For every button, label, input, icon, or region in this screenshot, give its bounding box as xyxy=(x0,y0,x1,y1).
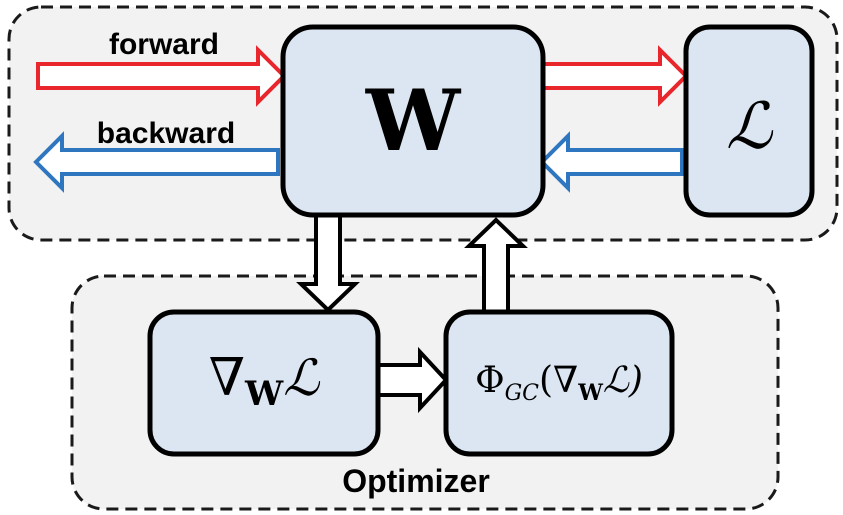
optimizer-label: Optimizer xyxy=(342,463,490,499)
backward-label: backward xyxy=(97,117,235,150)
nabla-symbol: ∇ xyxy=(209,348,245,408)
gc-open-paren: (∇ xyxy=(539,360,578,401)
gradient-to-gc-arrow xyxy=(376,346,449,414)
gc-box xyxy=(443,309,675,457)
backward-arrow-output xyxy=(33,131,280,193)
weights-box xyxy=(280,24,546,218)
phi-symbol: Φ xyxy=(475,360,505,401)
forward-arrow-to-loss xyxy=(540,45,689,107)
gradient-box xyxy=(147,309,381,457)
gradient-loss-symbol: ℒ xyxy=(283,349,320,407)
weights-label: W xyxy=(365,71,462,170)
gradient-label: ∇Wℒ xyxy=(209,348,321,414)
weights-to-gradient-arrow xyxy=(296,212,360,313)
gc-inner-subscript: W xyxy=(577,380,603,406)
gc-label: ΦGC(∇Wℒ) xyxy=(475,360,643,406)
forward-label: forward xyxy=(109,28,219,61)
gc-to-weights-arrow xyxy=(464,217,528,314)
loss-box xyxy=(683,24,815,218)
gradient-subscript: W xyxy=(244,374,284,414)
forward-arrow-input xyxy=(36,45,287,107)
loss-label: ℒ xyxy=(726,90,774,164)
backward-arrow-from-loss xyxy=(539,131,684,193)
gc-close: ℒ) xyxy=(603,360,643,401)
gc-subscript: GC xyxy=(505,381,540,406)
